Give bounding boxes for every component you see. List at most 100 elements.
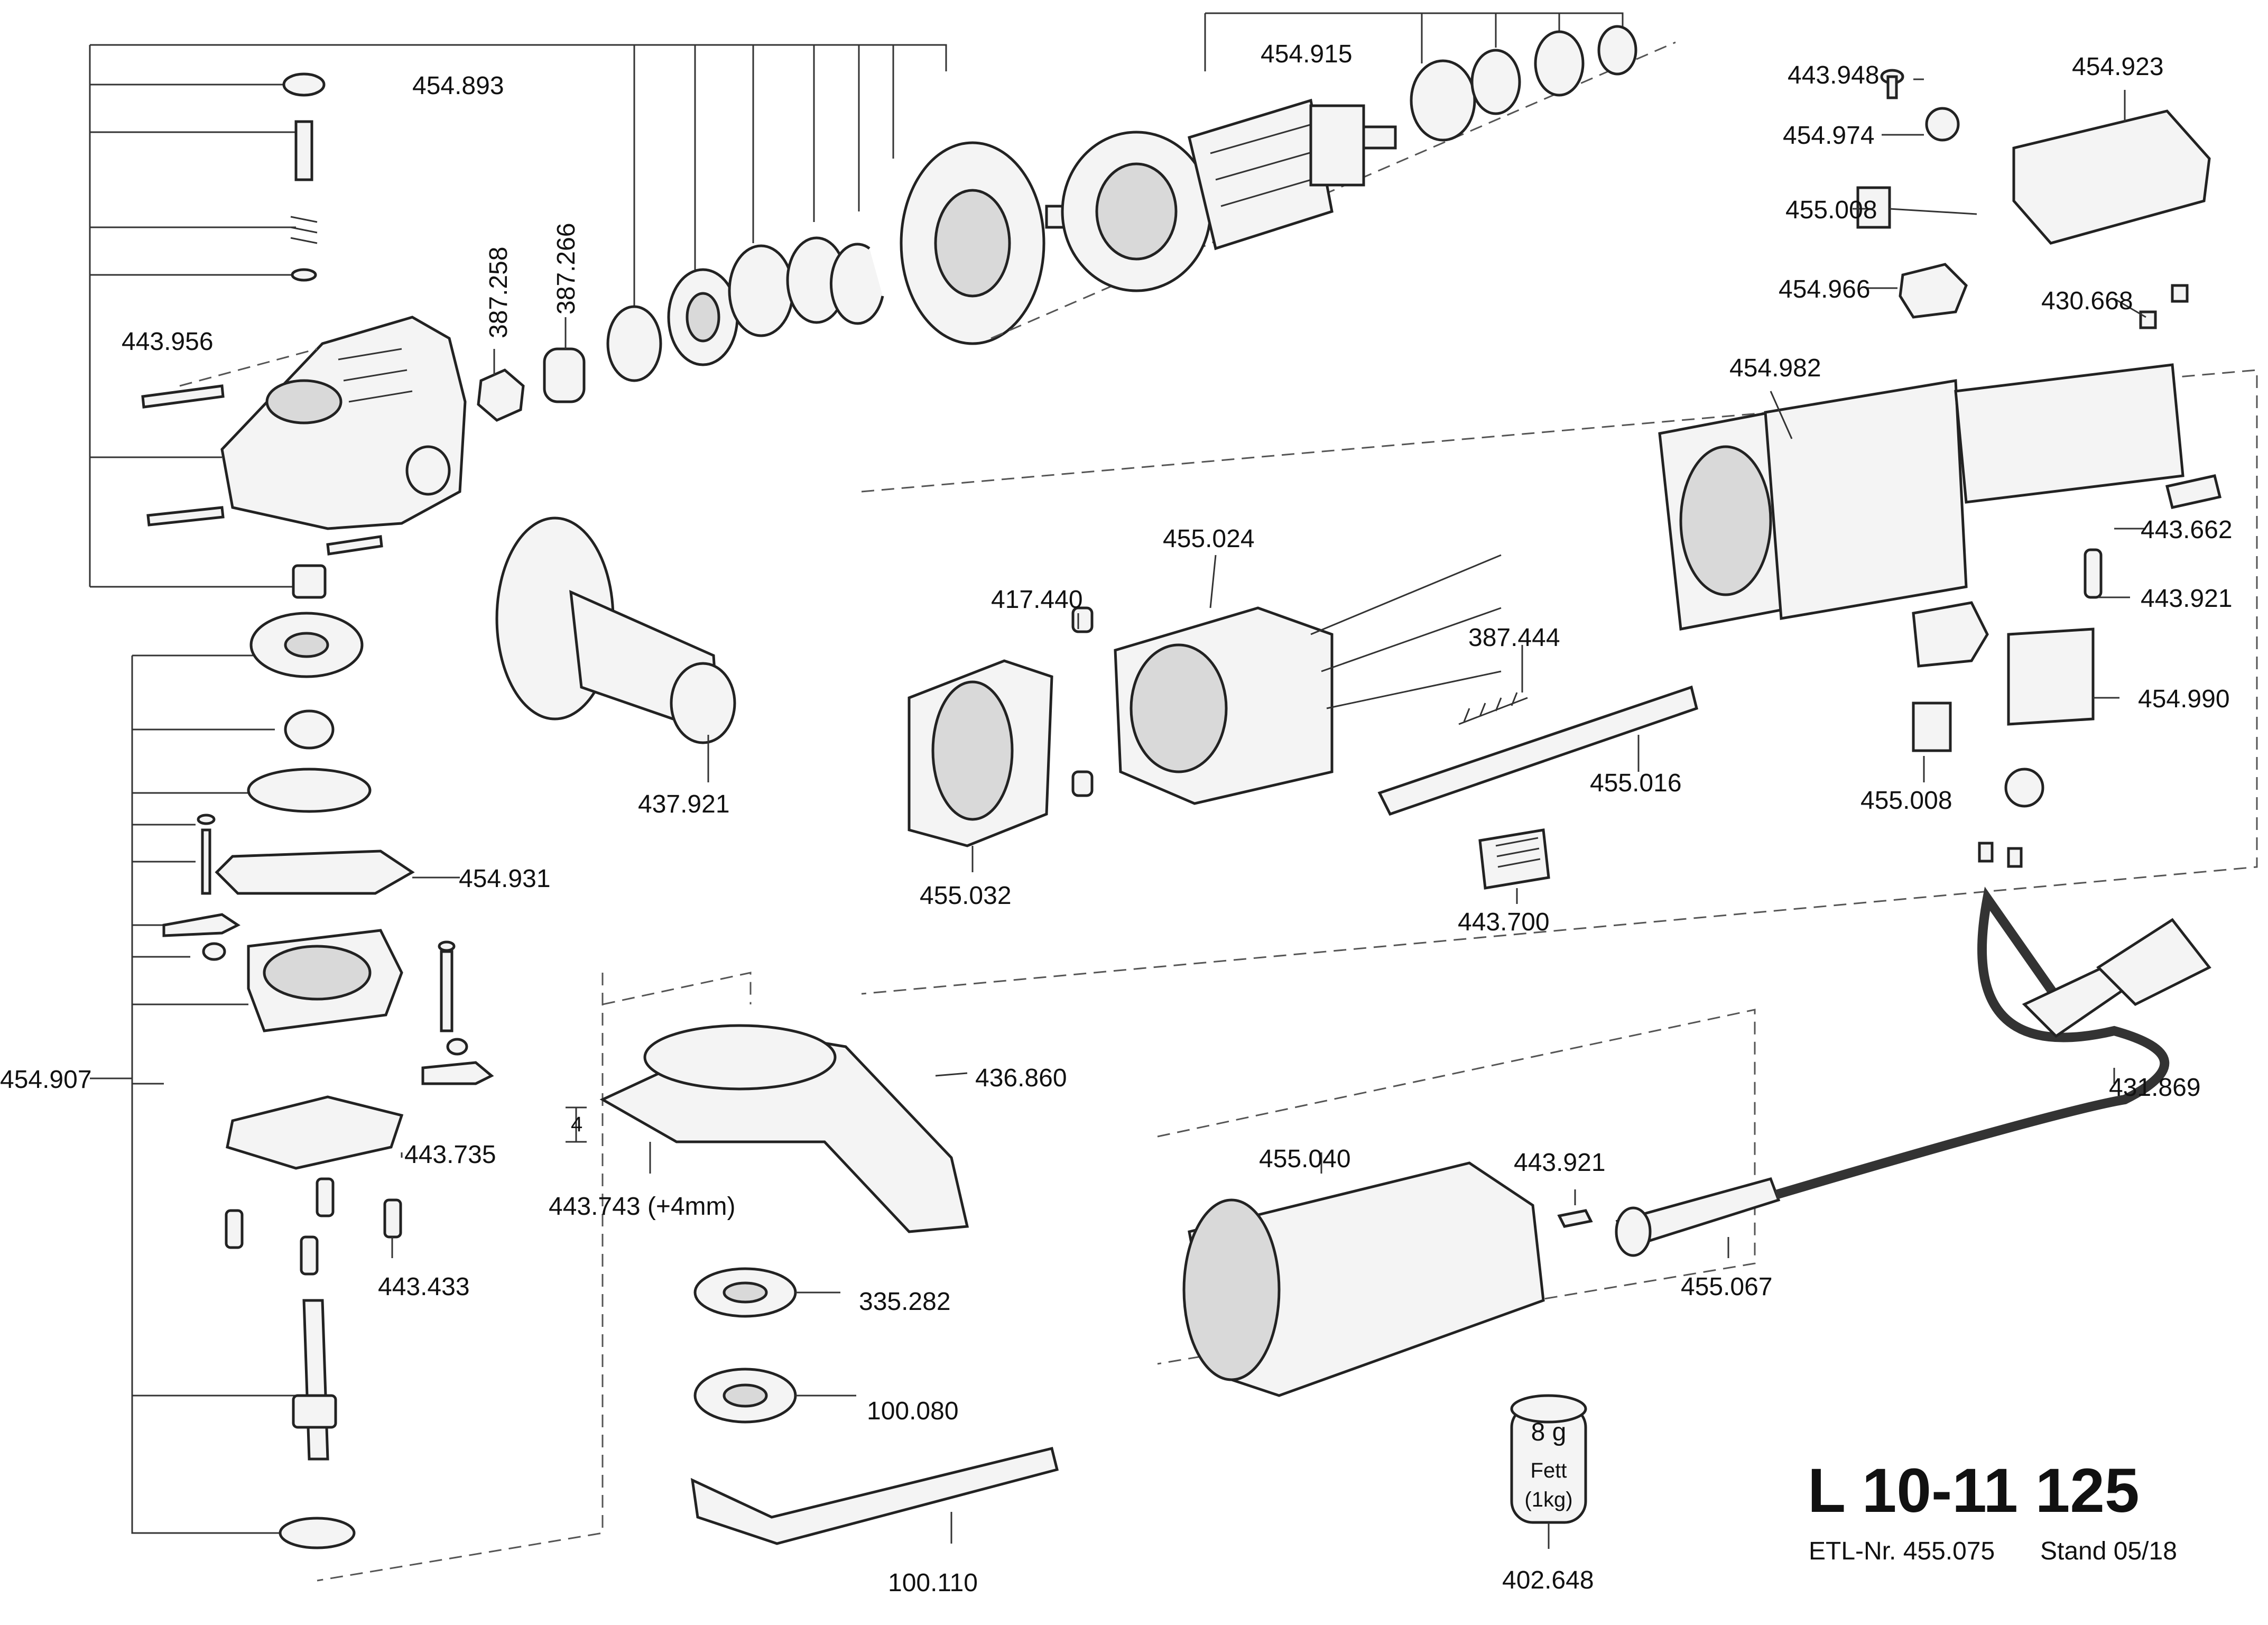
plunger-part: [294, 120, 313, 181]
pin-2: [1071, 770, 1094, 797]
washer-part: [291, 268, 317, 282]
screw-430668-a: [2139, 310, 2157, 329]
needle-bearing: [292, 564, 327, 599]
motor-housing-group: [861, 363, 2258, 995]
ring-part: [728, 244, 794, 337]
label-387-266: 387.266: [552, 223, 580, 315]
screw-443921: [2084, 548, 2103, 599]
title-block: L 10-11 125 ETL-Nr. 455.075 Stand 05/18: [1808, 1456, 2177, 1565]
spindle: [302, 1299, 329, 1461]
label-454-931: 454.931: [459, 865, 551, 893]
label-455-032: 455.032: [920, 882, 1012, 910]
spring-387444: [1458, 692, 1528, 725]
label-454-982: 454.982: [1729, 354, 1821, 382]
label-443-948: 443.948: [1788, 61, 1880, 89]
label-454-915: 454.915: [1261, 40, 1353, 68]
label-335-282: 335.282: [859, 1288, 951, 1316]
power-cable: [1774, 887, 2170, 1199]
switch-button: [1478, 828, 1550, 890]
label-454-893: 454.893: [412, 72, 504, 100]
cover-cable-group: [1157, 887, 2211, 1524]
label-455-040: 455.040: [1259, 1145, 1351, 1173]
label-100-110: 100.110: [888, 1569, 978, 1597]
label-402-648: 402.648: [1502, 1566, 1594, 1594]
plug-part: [543, 347, 586, 403]
bearing-2: [1470, 49, 1521, 115]
guard-collar: [643, 1024, 837, 1091]
stand-date: Stand 05/18: [2040, 1537, 2177, 1565]
circlip-part: [829, 243, 884, 325]
clip-443662: [2165, 474, 2222, 509]
gasket-454931: [215, 850, 415, 895]
side-handle-group: [495, 516, 736, 744]
label-455-008-a: 455.008: [1785, 196, 1877, 224]
switch-plate: [2012, 109, 2211, 245]
gasket-443735: [226, 1095, 404, 1170]
leader-lines: [391, 78, 2146, 1549]
label-437-921: 437.921: [638, 790, 730, 818]
carbon-brush-1: [1856, 186, 1891, 229]
model-title: L 10-11 125: [1808, 1456, 2140, 1526]
stator-group: [908, 554, 1502, 847]
bearing-4: [1597, 25, 1637, 76]
brush-box-454990: [2007, 627, 2095, 726]
label-430-668: 430.668: [2041, 287, 2133, 315]
label-454-907: 454.907: [0, 1066, 92, 1094]
armature-core: [1188, 98, 1334, 251]
label-443-743: 443.743 (+4mm): [549, 1193, 736, 1221]
brush-holder-2: [1912, 601, 1989, 668]
etl-number: ETL-Nr. 455.075: [1809, 1537, 1995, 1565]
bevel-gear: [606, 305, 662, 382]
grease-size: (1kg): [1524, 1488, 1572, 1511]
label-443-921-b: 443.921: [1514, 1149, 1606, 1177]
spindle-group: [90, 612, 604, 1582]
label-443-956: 443.956: [122, 328, 214, 356]
label-431-869: 431.869: [2109, 1074, 2201, 1102]
gear-head-group: [89, 44, 1045, 599]
label-455-067: 455.067: [1681, 1273, 1773, 1301]
label-454-923: 454.923: [2072, 53, 2164, 81]
label-454-990: 454.990: [2138, 685, 2230, 713]
gear-housing: [220, 316, 467, 530]
housing-body: [1764, 379, 1968, 620]
label-387-444: 387.444: [1468, 624, 1560, 652]
grease-name: Fett: [1531, 1459, 1567, 1482]
screw-part: [141, 384, 225, 409]
nut-part: [477, 368, 525, 422]
label-455-024: 455.024: [1163, 525, 1255, 553]
spring-2: [2004, 768, 2044, 808]
bearing-3: [1534, 30, 1585, 97]
label-454-966: 454.966: [1779, 275, 1871, 303]
screw-443921b: [1557, 1209, 1593, 1228]
armature-group: [990, 12, 1676, 339]
switch-slide-group: [1377, 685, 1698, 890]
grease-weight: 8 g: [1531, 1418, 1567, 1446]
spanner: [690, 1446, 1059, 1545]
label-443-662: 443.662: [2141, 516, 2233, 544]
label-455-016: 455.016: [1590, 769, 1682, 797]
label-443-700: 443.700: [1458, 908, 1550, 936]
bearing-1: [1410, 59, 1476, 142]
label-454-974: 454.974: [1783, 122, 1875, 150]
housing-rear: [1954, 363, 2184, 504]
label-443-921-a: 443.921: [2141, 585, 2233, 613]
spring-454974: [1925, 107, 1960, 142]
switch-parts-group: [1856, 69, 2222, 868]
label-443-735: 443.735: [404, 1141, 496, 1169]
label-436-860: 436.860: [975, 1064, 1067, 1092]
spindle-washer: [279, 1517, 356, 1549]
bearing-part: [284, 709, 335, 750]
label-443-433: 443.433: [378, 1273, 470, 1301]
label-387-258: 387.258: [485, 246, 513, 338]
part-labels: 454.893 454.915 443.948 454.923 454.974 …: [0, 40, 2233, 1597]
plug-head: [2096, 918, 2211, 1007]
switch-slide: [1377, 685, 1698, 816]
o-ring: [247, 768, 372, 813]
brush-holder-1: [1899, 263, 1968, 319]
spring-part: [290, 216, 318, 244]
label-417-440: 417.440: [991, 586, 1083, 614]
label-455-008-b: 455.008: [1860, 787, 1952, 815]
cap-part: [282, 72, 326, 97]
commutator: [1309, 104, 1365, 187]
